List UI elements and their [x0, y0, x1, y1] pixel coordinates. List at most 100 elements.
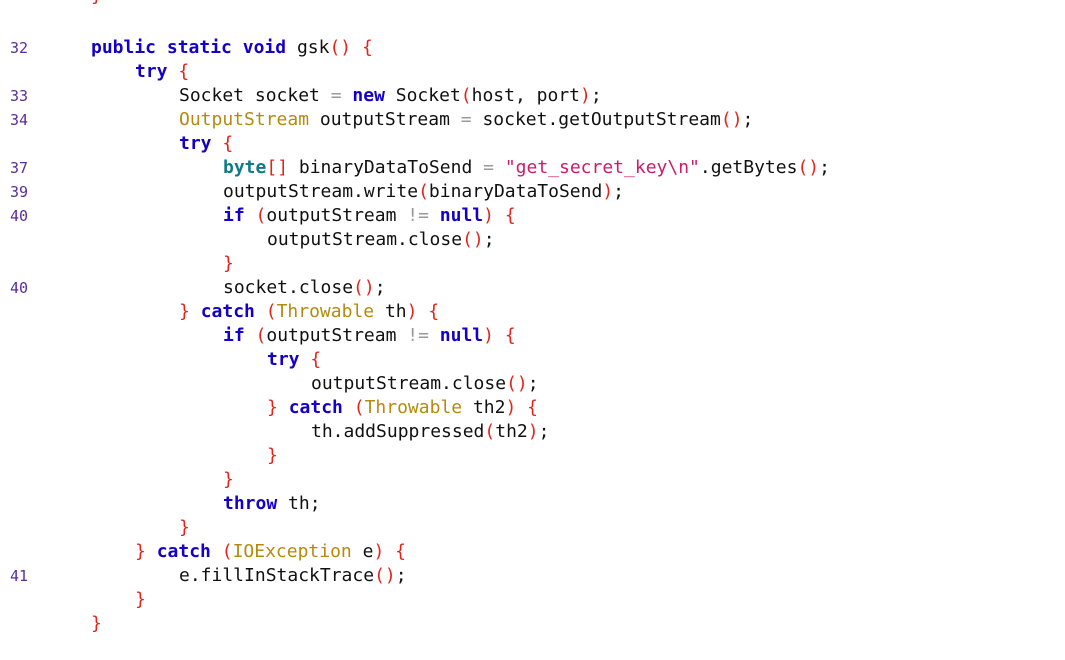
code-token	[232, 37, 243, 58]
code-token: )	[505, 397, 517, 418]
code-token: void	[242, 37, 287, 58]
code-line[interactable]: }	[0, 516, 1065, 540]
code-token: }	[267, 397, 278, 418]
code-token: catch	[288, 397, 343, 418]
code-token: (	[484, 421, 496, 442]
code-token: if	[223, 205, 245, 226]
code-line[interactable]: try {	[0, 132, 1065, 156]
code-token: {	[362, 37, 373, 58]
code-token: !=	[407, 325, 429, 346]
code-text: Socket socket = new Socket(host, port);	[179, 84, 602, 108]
code-text: } catch (IOException e) {	[135, 540, 406, 564]
code-token: public	[91, 37, 157, 58]
code-token: {	[310, 349, 322, 370]
code-token: th2	[462, 397, 506, 418]
code-token: {	[527, 397, 538, 418]
code-token: (	[265, 301, 277, 322]
code-token	[156, 37, 167, 58]
code-token: OutputStream	[179, 109, 310, 130]
code-token: {	[395, 541, 406, 562]
code-token: ;	[742, 109, 754, 130]
code-line[interactable]: }	[0, 252, 1065, 276]
code-token: null	[439, 325, 484, 346]
code-text: } catch (Throwable th) {	[179, 300, 439, 324]
code-token	[255, 301, 266, 322]
code-token	[212, 133, 223, 154]
line-number: 40	[10, 207, 29, 225]
code-token	[384, 541, 395, 562]
code-line[interactable]: } catch (IOException e) {	[0, 540, 1065, 564]
code-text: if (outputStream != null) {	[223, 204, 516, 228]
code-token: ()	[353, 277, 375, 298]
code-text: }	[179, 516, 190, 540]
code-text: public static void gsk() {	[91, 36, 373, 60]
code-token: ;	[819, 157, 830, 178]
code-line[interactable]: }	[0, 468, 1065, 492]
code-text: try {	[267, 348, 321, 372]
code-line[interactable]: }	[0, 588, 1065, 612]
code-text: outputStream.write(binaryDataToSend);	[223, 180, 624, 204]
code-token	[494, 157, 505, 178]
code-token: socket.getOutputStream	[471, 109, 721, 130]
code-token: outputStream.close	[311, 373, 507, 394]
code-line[interactable]: try {	[0, 348, 1065, 372]
code-token: outputStream.write	[223, 181, 419, 202]
code-token: (	[221, 541, 233, 562]
code-token	[278, 397, 289, 418]
code-line[interactable]: }	[0, 612, 1065, 636]
code-token: {	[504, 325, 516, 346]
code-token: "get_secret_key\n"	[504, 157, 700, 178]
code-token	[343, 397, 354, 418]
code-token: }	[179, 301, 190, 322]
code-token	[429, 325, 440, 346]
code-token: gsk	[286, 37, 330, 58]
code-line[interactable]: th.addSuppressed(th2);	[0, 420, 1065, 444]
code-line[interactable]: try {	[0, 60, 1065, 84]
code-token: host, port	[471, 85, 580, 106]
code-token: ;	[527, 373, 539, 394]
code-token: ()	[462, 229, 484, 250]
code-token: }	[179, 517, 190, 538]
code-token: }	[267, 445, 278, 466]
code-token: ;	[374, 277, 386, 298]
code-line[interactable]: 40 if (outputStream != null) {	[0, 204, 1065, 228]
code-token: (	[353, 397, 365, 418]
code-token: try	[267, 349, 300, 370]
code-token: ;	[483, 229, 495, 250]
code-token: new	[352, 85, 385, 106]
code-line[interactable]: outputStream.close();	[0, 228, 1065, 252]
code-token: }	[223, 253, 234, 274]
code-token: Socket	[384, 85, 461, 106]
code-token: catch	[156, 541, 211, 562]
code-line[interactable]: outputStream.close();	[0, 372, 1065, 396]
code-token: )	[406, 301, 418, 322]
code-line[interactable]: } catch (Throwable th2) {	[0, 396, 1065, 420]
code-token: (	[418, 181, 429, 202]
code-line[interactable]: } catch (Throwable th) {	[0, 300, 1065, 324]
code-text: e.fillInStackTrace();	[179, 564, 407, 588]
code-text: }	[267, 444, 278, 468]
code-line[interactable]: if (outputStream != null) {	[0, 324, 1065, 348]
code-text: outputStream.close();	[267, 228, 495, 252]
code-token: outputStream	[266, 325, 408, 346]
code-token: Socket socket	[179, 85, 331, 106]
line-number: 41	[10, 567, 29, 585]
code-token: static	[166, 37, 232, 58]
code-token	[300, 349, 311, 370]
code-text: }	[135, 588, 146, 612]
code-token: {	[504, 205, 516, 226]
code-text: }	[91, 612, 102, 636]
code-token: try	[179, 133, 212, 154]
code-line[interactable]: 41 e.fillInStackTrace();	[0, 564, 1065, 588]
line-number: 40	[10, 279, 29, 297]
code-line[interactable]: throw th;	[0, 492, 1065, 516]
code-token: th;	[277, 493, 321, 514]
code-line[interactable]: }	[0, 444, 1065, 468]
